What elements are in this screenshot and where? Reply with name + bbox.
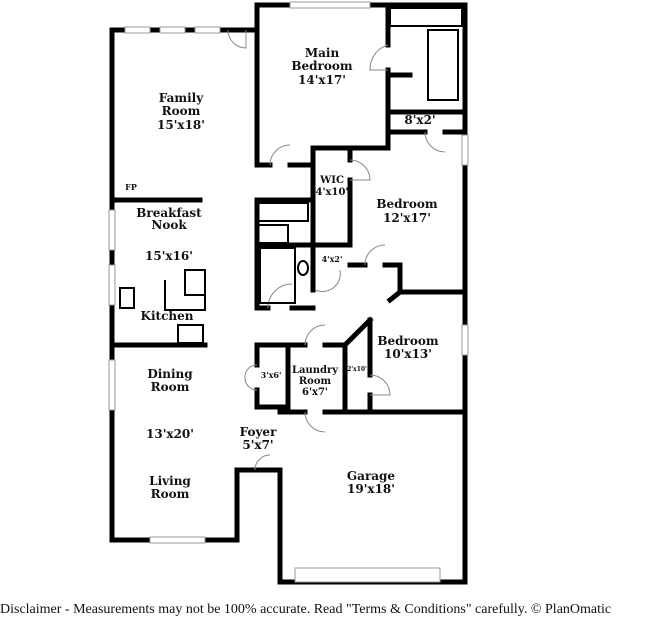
bedroom-3-label: Bedroom xyxy=(377,334,438,348)
disclaimer: Disclaimer - Measurements may not be 100… xyxy=(0,602,612,617)
closet-8x2-label: 8'x2' xyxy=(404,113,435,127)
main-bedroom-size: 14'x17' xyxy=(298,73,346,87)
closet-3x6-label: 3'x6' xyxy=(261,370,282,380)
foyer-label: Foyer xyxy=(240,425,277,439)
laundry-label-2: Room xyxy=(299,376,332,387)
family-room-size: 15'x18' xyxy=(157,118,205,132)
garage-size: 19'x18' xyxy=(347,482,395,496)
wic-label: WIC xyxy=(319,175,344,186)
living-room-label: Living xyxy=(149,474,191,488)
breakfast-nook-size: 15'x16' xyxy=(145,249,193,263)
dining-living-size: 13'x20' xyxy=(146,427,194,441)
room-labels: Main Bedroom 14'x17' Family Room 15'x18'… xyxy=(125,46,439,501)
closet-2x10-label: 2'x10' xyxy=(347,366,367,373)
windows xyxy=(108,1,469,583)
dining-room-label-2: Room xyxy=(151,380,190,394)
wic-size: 4'x10' xyxy=(316,187,349,198)
breakfast-nook-label-2: Nook xyxy=(151,218,187,232)
bedroom-3-size: 10'x13' xyxy=(384,347,432,361)
doors xyxy=(227,29,446,471)
foyer-size: 5'x7' xyxy=(242,438,273,452)
family-room-label-2: Room xyxy=(162,104,201,118)
bedroom-2-size: 12'x17' xyxy=(383,211,431,225)
floor-plan: Main Bedroom 14'x17' Family Room 15'x18'… xyxy=(108,1,469,585)
laundry-label: Laundry xyxy=(292,365,339,376)
dining-room-label: Dining xyxy=(147,367,193,381)
closet-4x2-label: 4'x2' xyxy=(322,254,343,264)
family-room-label: Family xyxy=(159,91,204,105)
laundry-size: 6'x7' xyxy=(302,387,328,398)
main-bedroom-label-2: Bedroom xyxy=(291,59,352,73)
fixtures xyxy=(119,7,463,344)
main-bedroom-label: Main xyxy=(305,46,340,60)
bedroom-2-label: Bedroom xyxy=(376,197,437,211)
garage-door xyxy=(294,567,441,583)
kitchen-label: Kitchen xyxy=(141,309,194,323)
interior-walls xyxy=(109,2,468,415)
breakfast-nook-label: Breakfast xyxy=(136,206,202,220)
garage-label: Garage xyxy=(347,469,396,483)
living-room-label-2: Room xyxy=(151,487,190,501)
fireplace-label: FP xyxy=(125,182,137,192)
